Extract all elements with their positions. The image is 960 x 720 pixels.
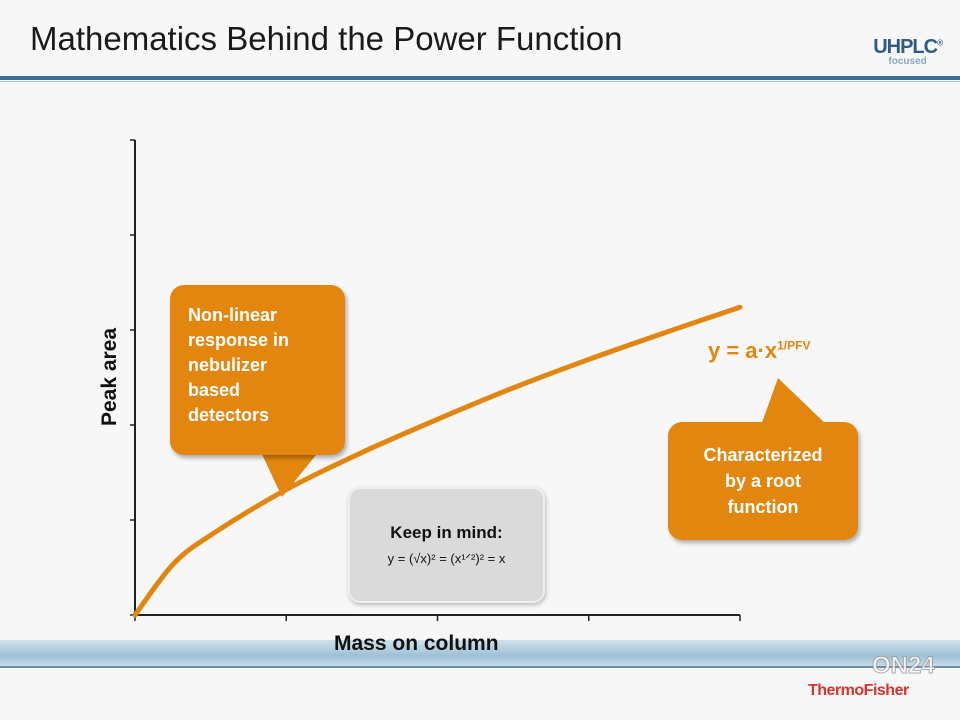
callout-line: nebulizer bbox=[188, 355, 268, 375]
uhplc-logo: UHPLC® focused bbox=[873, 36, 943, 67]
callout-line: by a root bbox=[724, 471, 801, 491]
header-divider-thin bbox=[0, 81, 960, 82]
header-divider bbox=[0, 76, 960, 80]
right-callout-tail bbox=[760, 378, 830, 428]
callout-line: detectors bbox=[188, 405, 270, 425]
y-axis-label: Peak area bbox=[98, 327, 121, 427]
callout-line: based bbox=[188, 380, 241, 400]
x-axis-label: Mass on column bbox=[334, 632, 499, 655]
logo-mark: ® bbox=[937, 38, 943, 48]
logo-text: UHPLC bbox=[873, 36, 938, 58]
left-callout-tail bbox=[260, 450, 320, 497]
footer-band bbox=[0, 640, 960, 666]
keep-formula: y = (√x)² = (x¹ᐟ²)² = x bbox=[387, 551, 506, 566]
callout-line: Characterized bbox=[703, 445, 823, 465]
equation-base: y = a·x bbox=[708, 338, 778, 363]
equation-label: y = a·x1/PFV bbox=[708, 338, 810, 364]
keep-in-mind-box: Keep in mind: y = (√x)² = (x¹ᐟ²)² = x bbox=[348, 487, 545, 603]
on24-watermark: ON24 bbox=[872, 652, 936, 680]
callout-line: response in bbox=[188, 330, 290, 350]
callout-line: function bbox=[727, 497, 799, 517]
left-callout: Non-linear response in nebulizer based d… bbox=[170, 285, 345, 455]
slide-title: Mathematics Behind the Power Function bbox=[30, 20, 623, 57]
thermofisher-logo: ThermoFisher bbox=[808, 682, 909, 699]
callout-line: Non-linear bbox=[188, 305, 278, 325]
right-callout: Characterized by a root function bbox=[668, 422, 858, 540]
keep-title: Keep in mind: bbox=[390, 523, 503, 542]
equation-exponent: 1/PFV bbox=[777, 338, 811, 353]
footer-line bbox=[0, 666, 960, 668]
logo-sub: focused bbox=[888, 56, 927, 67]
series-line bbox=[132, 304, 743, 618]
